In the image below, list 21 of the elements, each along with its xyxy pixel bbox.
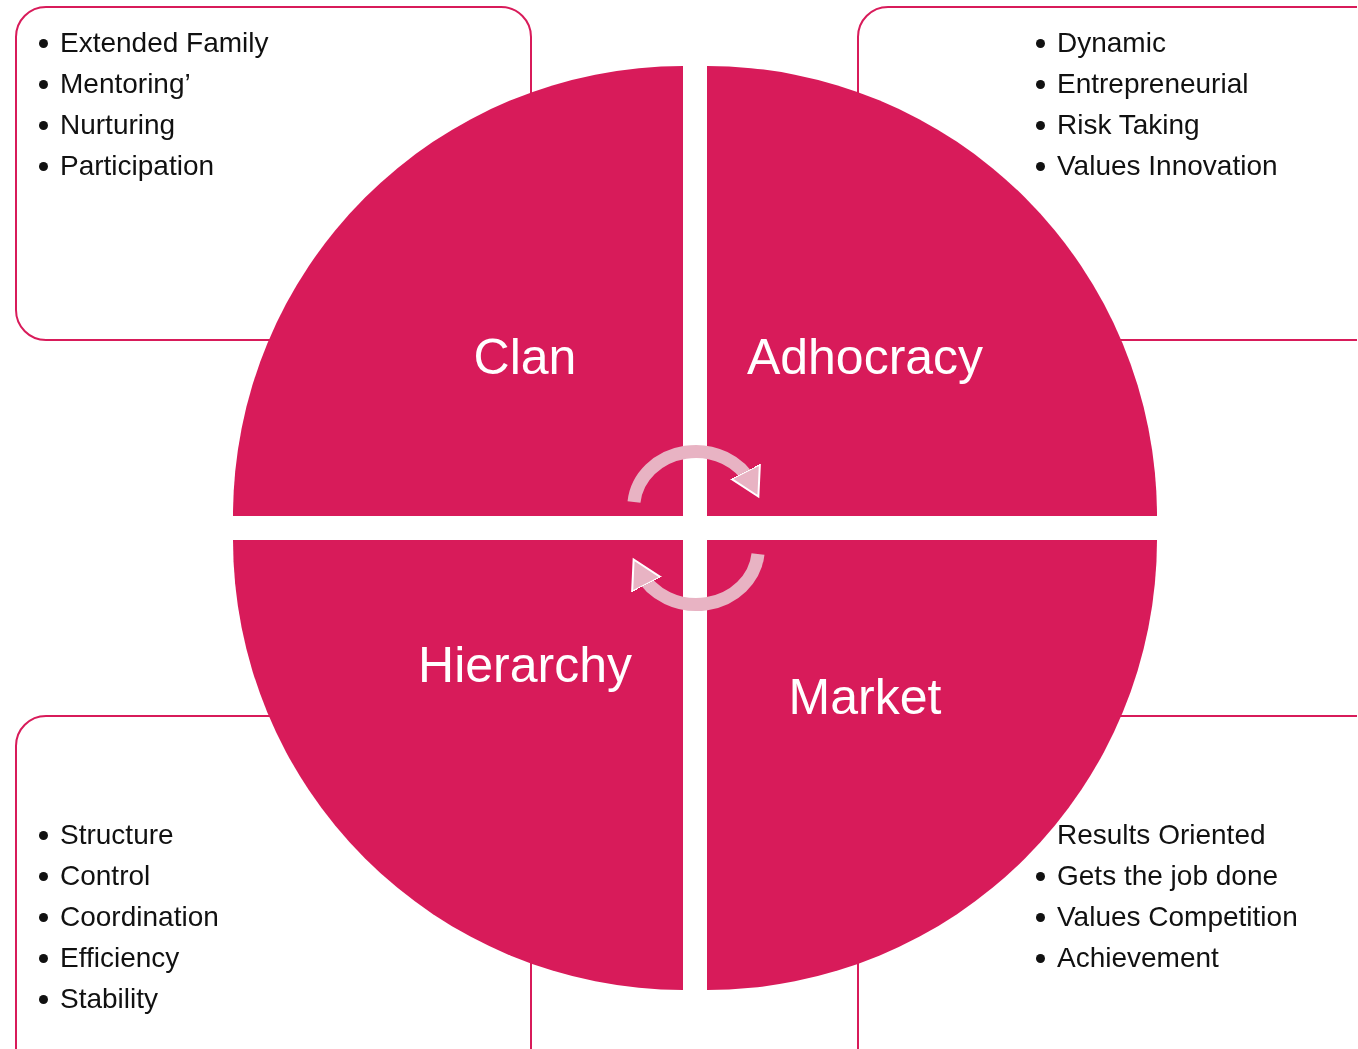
list-item: Participation [60,149,215,183]
list-item: Structure [60,818,174,852]
list-item: Entrepreneurial [1057,67,1249,101]
list-item: Nurturing [60,108,176,142]
list-item: Efficiency [60,941,180,975]
list-item: Control [60,859,151,893]
list-item: Achievement [1057,941,1219,975]
list-item: Results Oriented [1057,818,1266,852]
quadrant-label: Hierarchy [418,636,632,694]
list-item: Coordination [60,900,219,934]
quadrant-label: Clan [473,328,577,386]
quadrant-label: Adhocracy [746,328,984,386]
list-item: Values Competition [1057,900,1298,934]
list-item: Risk Taking [1057,108,1200,142]
list-item: Mentoring’ [60,67,191,101]
list-item: Extended Family [60,26,269,60]
quadrant-label: Market [788,668,942,726]
list-item: Dynamic [1057,26,1166,60]
list-item: Values Innovation [1057,149,1278,183]
list-item: Stability [60,982,159,1016]
list-item: Gets the job done [1057,859,1279,893]
